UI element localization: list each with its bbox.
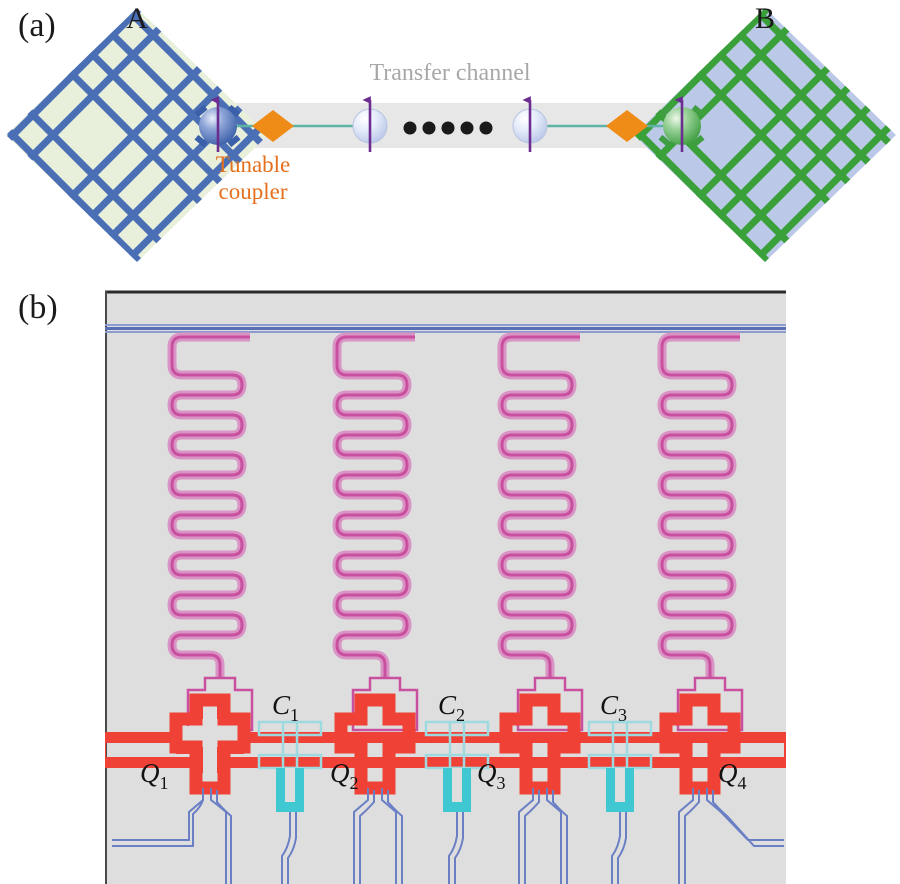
- control-lines: [112, 788, 784, 884]
- coupler-label-C2: C: [438, 690, 457, 720]
- readout-resonator-3: [497, 332, 580, 678]
- qubit-label-Q2: Q: [330, 758, 350, 788]
- coupler-C3: [587, 720, 653, 812]
- readout-pad-4: [676, 676, 744, 732]
- qubit-label-Q4: Q: [718, 758, 738, 788]
- qubit-Q4: [659, 693, 741, 795]
- qubit-label-Q4-group: Q4: [718, 758, 747, 793]
- qubit-bus-bottom: [105, 757, 786, 768]
- coupler-sub-C3: 3: [618, 705, 627, 725]
- readout-resonator-2: [332, 332, 415, 678]
- node-b-module: B: [634, 2, 896, 262]
- transfer-channel-label: Transfer channel: [369, 60, 530, 86]
- qubit-Q3: [499, 693, 581, 795]
- coupler-label-C3: C: [600, 690, 619, 720]
- tunable-coupler-label-line2: coupler: [219, 179, 288, 204]
- readout-resonator-4: [657, 332, 740, 678]
- channel-qubit-1: [352, 96, 388, 152]
- node-a-label: A: [126, 2, 148, 35]
- node-a-qubit: [194, 96, 241, 152]
- qubit-label-Q3: Q: [477, 758, 497, 788]
- qubit-sub-Q4: 4: [738, 773, 747, 793]
- readout-resonators: [167, 332, 740, 678]
- coupler-label-C2-group: C2: [438, 690, 465, 725]
- qubit-array: [105, 693, 786, 795]
- qubit-label-Q1: Q: [140, 758, 160, 788]
- coupler-C2: [424, 720, 490, 812]
- coupler-C1: [257, 720, 323, 812]
- panel-b-labels: Q1 Q2 Q3 Q4 C1 C2 C3: [140, 690, 747, 793]
- node-b-label: B: [755, 2, 775, 35]
- micrograph-content: [105, 324, 786, 884]
- qubit-sub-Q2: 2: [350, 773, 359, 793]
- panel-b-label: (b): [18, 289, 58, 326]
- readout-pad-2: [351, 676, 419, 732]
- channel-qubit-2: [512, 96, 548, 152]
- panel-a: (a) Transfer channel: [6, 2, 896, 262]
- qubit-sub-Q3: 3: [497, 773, 506, 793]
- qubit-Q1: [169, 693, 251, 795]
- node-a-module: A: [6, 2, 268, 262]
- readout-feedline: [105, 324, 786, 333]
- qubit-bus-right-cap: [784, 732, 786, 768]
- coupler-label-C1: C: [272, 690, 291, 720]
- qubit-bus-left-cap: [105, 732, 106, 768]
- qubit-bus-top: [105, 732, 786, 743]
- qubit-sub-Q1: 1: [160, 773, 169, 793]
- panel-b: (b): [18, 289, 786, 884]
- tunable-coupler-label-line1: Tunable: [216, 152, 291, 177]
- tunable-coupler-right: [606, 110, 648, 142]
- coupler-sub-C1: 1: [290, 705, 299, 725]
- qubit-label-Q3-group: Q3: [477, 758, 506, 793]
- readout-resonator-1: [167, 332, 250, 678]
- coupler-label-C1-group: C1: [272, 690, 299, 725]
- tunable-coupler-left: [252, 110, 294, 142]
- coupler-label-C3-group: C3: [600, 690, 627, 725]
- qubit-label-Q1-group: Q1: [140, 758, 169, 793]
- coupler-sub-C2: 2: [456, 705, 465, 725]
- qubit-label-Q2-group: Q2: [330, 758, 359, 793]
- qubit-Q2: [334, 693, 416, 795]
- panel-a-label: (a): [18, 7, 56, 44]
- readout-pad-3: [516, 676, 584, 732]
- coupler-array: [257, 720, 653, 812]
- node-b-qubit: [658, 96, 705, 152]
- channel-ellipsis: [403, 121, 493, 135]
